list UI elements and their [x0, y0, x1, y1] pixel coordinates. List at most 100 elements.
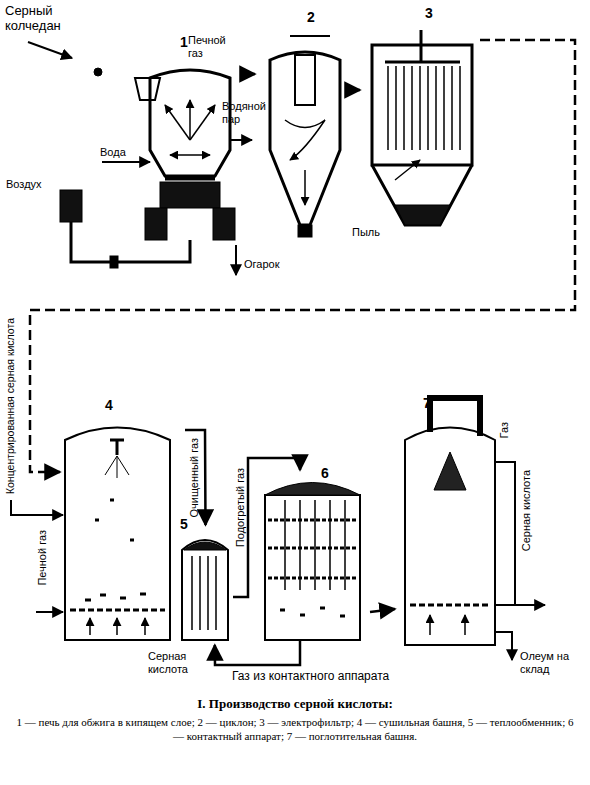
furnace-body	[150, 70, 230, 176]
caption-title: I. Производство серной кислоты:	[0, 696, 590, 712]
cyclone-lid	[290, 35, 330, 37]
apparatus: 2	[255, 30, 345, 230]
exchanger-tubes	[192, 556, 216, 630]
apparatus: 6	[255, 470, 370, 640]
contact-dome	[265, 483, 360, 496]
apparatus: 3	[360, 30, 480, 230]
flow-label: Концентрированная серная кислота	[4, 318, 16, 494]
flow-arrow	[116, 618, 118, 635]
absorption-tower	[405, 428, 495, 646]
air-chamber	[160, 182, 220, 208]
flow-label: Олеум на склад	[520, 650, 582, 675]
edge-label: Очищенный газ	[188, 438, 201, 518]
filter-body	[372, 45, 472, 165]
drying-tower	[65, 428, 170, 641]
flow-arrow	[464, 615, 466, 635]
cyclone-body	[270, 52, 340, 225]
flow-label: Пыль	[352, 226, 380, 239]
flow-arrow	[189, 100, 191, 140]
exchanger-dome	[184, 542, 226, 550]
catalyst-shelves	[268, 520, 357, 578]
flow-arrow	[429, 615, 431, 635]
electrode-rod	[420, 30, 423, 62]
apparatus: 1	[130, 55, 240, 245]
acid-feed	[11, 500, 63, 515]
dust-pile	[395, 205, 450, 225]
gas-pipe	[215, 640, 300, 665]
cyclone-tube	[295, 55, 315, 105]
edge-label: Подогретый газ	[234, 468, 247, 547]
gas-pipe	[185, 430, 206, 525]
callout-number: 4	[105, 398, 113, 412]
flow-label: Серная кислота	[520, 470, 533, 551]
callout-number: 7	[423, 396, 431, 410]
flow-arrow	[190, 154, 210, 156]
air-blower	[60, 190, 82, 222]
furnace-foot	[145, 208, 167, 240]
pyrite-lump	[94, 68, 102, 76]
flow-label: Газ	[498, 422, 511, 438]
furnace-grate	[165, 176, 215, 181]
contact-bottom	[280, 608, 345, 616]
gas-pipe	[240, 73, 255, 76]
packing	[85, 500, 146, 600]
flow-arrow	[190, 105, 215, 140]
gas-pipe	[30, 40, 575, 472]
apparatus: 4	[60, 400, 185, 640]
gas-pipe	[233, 458, 300, 597]
feed-hopper	[135, 78, 160, 100]
air-duct	[71, 222, 190, 262]
apparatus: 7	[395, 400, 505, 650]
flow-label: Вода	[100, 146, 126, 159]
spray	[105, 456, 129, 478]
electrode-bar	[385, 61, 460, 64]
flow-label: Серная кислота	[148, 650, 212, 675]
flow-arrow	[144, 618, 146, 635]
flow-arrow	[89, 618, 91, 635]
electrodes	[388, 66, 460, 150]
filter-hopper	[372, 165, 472, 225]
dust-outlet	[298, 225, 312, 237]
flow-label: Воздух	[6, 178, 42, 191]
flow-arrow	[170, 154, 190, 156]
acid-outlet	[495, 604, 545, 606]
valve	[110, 256, 118, 268]
apparatus: 5	[178, 525, 233, 645]
callout-number: 2	[307, 10, 315, 24]
flow-label: Печной газ	[36, 530, 49, 586]
gas-pipe	[370, 609, 395, 612]
flow-label: Серный колчедан	[5, 4, 83, 34]
sprayer-cone	[434, 452, 466, 490]
contact-apparatus	[265, 495, 360, 640]
gas-pipe	[345, 89, 360, 92]
edge-label: Печной газ	[188, 34, 240, 59]
oleum-outlet	[495, 632, 512, 660]
edge-label: Газ из контактного аппарата	[232, 670, 389, 684]
steam-pipe	[230, 139, 252, 141]
sprayer	[110, 440, 124, 455]
cinder-arrow	[235, 245, 237, 275]
packing	[410, 604, 490, 607]
flow-arrow	[304, 170, 306, 205]
heat-exchanger	[182, 540, 228, 640]
flow-arrow	[395, 160, 420, 180]
callout-number: 1	[180, 35, 188, 49]
water-pipe	[102, 161, 150, 163]
callout-number: 6	[321, 466, 329, 480]
flow-label: Огарок	[244, 258, 280, 271]
flow-label: Водяной пар	[222, 100, 272, 125]
gas-loop-pipe	[430, 398, 480, 436]
furnace-foot	[213, 208, 235, 240]
callout-number: 5	[180, 517, 188, 531]
packing	[70, 609, 165, 612]
swirl-arrow	[285, 120, 325, 160]
contact-tubes	[285, 500, 345, 590]
flow-arrow	[165, 105, 190, 140]
caption-text: 1 — печь для обжига в кипящем слое; 2 — …	[12, 716, 578, 744]
acid-pipe	[495, 462, 515, 605]
gas-inlet	[36, 611, 63, 613]
feed-arrow	[28, 42, 72, 58]
